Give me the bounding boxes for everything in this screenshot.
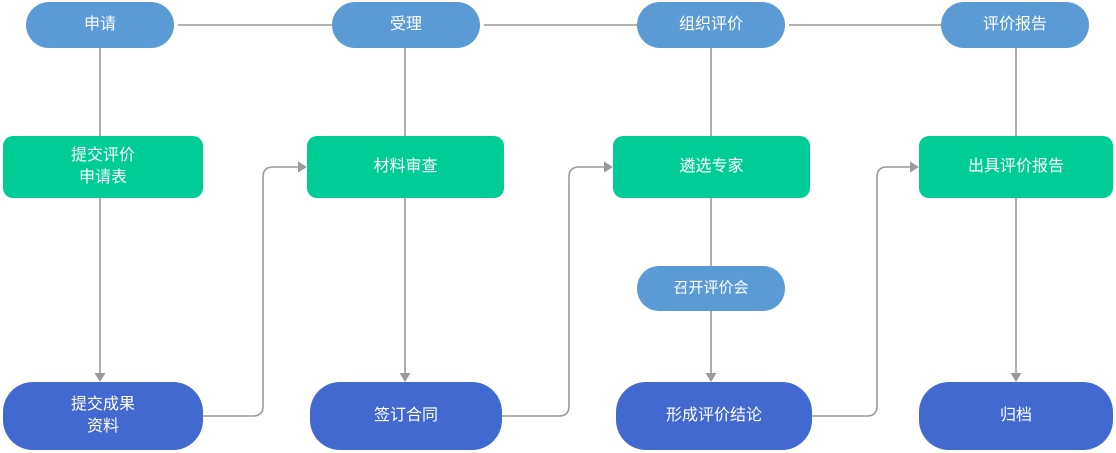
node-label: 签订合同 (374, 406, 438, 424)
node-shape-action[interactable] (613, 136, 810, 198)
node-n4[interactable]: 评价报告 (941, 2, 1089, 48)
node-n3[interactable]: 组织评价 (637, 2, 785, 48)
node-label: 形成评价结论 (666, 406, 762, 424)
node-label: 申请表 (79, 168, 127, 186)
node-label: 出具评价报告 (968, 157, 1064, 175)
connector-n2-to-n3 (484, 19, 663, 31)
arrow-head-icon (910, 161, 919, 173)
node-shape-stage[interactable] (941, 2, 1089, 48)
connector-n10-to-n6 (203, 161, 307, 417)
connector-n9-to-n12 (705, 311, 717, 382)
node-label: 组织评价 (679, 15, 743, 33)
node-shape-action[interactable] (3, 136, 203, 198)
connector-n6-to-n11 (399, 198, 411, 382)
node-label: 申请 (84, 15, 116, 33)
node-n8[interactable]: 出具评价报告 (919, 136, 1113, 198)
connector-n8-to-n13 (1010, 198, 1022, 382)
node-n11[interactable]: 签订合同 (310, 382, 502, 450)
connector-n5-to-n10 (94, 198, 106, 382)
node-shape-output[interactable] (919, 382, 1113, 450)
node-shape-action[interactable] (919, 136, 1113, 198)
node-shape-action[interactable] (307, 136, 504, 198)
arrow-head-icon (705, 373, 717, 382)
node-shape-output[interactable] (616, 382, 812, 450)
node-label: 召开评价会 (673, 279, 748, 296)
node-n12[interactable]: 形成评价结论 (616, 382, 812, 450)
connector-n3-to-n4 (789, 19, 967, 31)
connector-n1-to-n2 (178, 19, 358, 31)
node-label: 材料审查 (373, 157, 437, 175)
node-label: 评价报告 (983, 15, 1047, 33)
node-n2[interactable]: 受理 (332, 2, 480, 48)
node-n7[interactable]: 遴选专家 (613, 136, 810, 198)
node-n1[interactable]: 申请 (26, 2, 174, 48)
node-shape-stage[interactable] (26, 2, 174, 48)
node-label: 资料 (87, 417, 119, 435)
node-n9[interactable]: 召开评价会 (637, 266, 785, 311)
arrow-head-icon (298, 161, 307, 173)
node-shape-output[interactable] (310, 382, 502, 450)
node-n6[interactable]: 材料审查 (307, 136, 504, 198)
connector-layer (94, 19, 1022, 417)
node-label: 提交评价 (71, 146, 135, 164)
node-label: 归档 (1000, 406, 1032, 424)
connector-n11-to-n7 (502, 161, 613, 417)
arrow-head-icon (604, 161, 613, 173)
node-shape-meeting[interactable] (637, 266, 785, 311)
node-n13[interactable]: 归档 (919, 382, 1113, 450)
arrow-head-icon (94, 373, 106, 382)
node-label: 受理 (390, 15, 422, 33)
node-layer: 申请受理组织评价评价报告提交评价申请表材料审查遴选专家出具评价报告召开评价会提交… (3, 2, 1113, 450)
node-shape-stage[interactable] (332, 2, 480, 48)
connector-n12-to-n8 (812, 161, 919, 417)
node-shape-stage[interactable] (637, 2, 785, 48)
node-shape-output[interactable] (3, 382, 203, 450)
arrow-head-icon (399, 373, 411, 382)
node-label: 遴选专家 (679, 157, 743, 175)
arrow-head-icon (1010, 373, 1022, 382)
node-label: 提交成果 (71, 395, 135, 413)
